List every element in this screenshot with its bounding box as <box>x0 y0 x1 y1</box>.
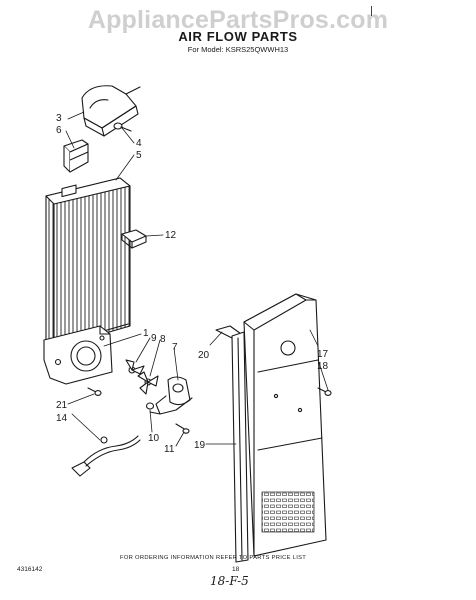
part-screw-11 <box>175 423 190 434</box>
page-number: 18 <box>232 566 240 573</box>
page-title: AIR FLOW PARTS <box>178 29 298 44</box>
callout-labels: 3 6 4 5 12 1 9 8 7 20 17 18 21 14 10 11 … <box>56 113 329 455</box>
part-fan-shroud <box>43 325 113 385</box>
part-duct-cover <box>81 85 141 137</box>
handwritten-note: 18-F-5 <box>210 574 249 588</box>
callout-20: 20 <box>198 350 210 361</box>
document-number: 4316142 <box>17 566 43 573</box>
part-screw-21 <box>87 387 102 396</box>
part-wire-harness <box>71 435 141 477</box>
callout-21: 21 <box>56 400 68 411</box>
callout-12: 12 <box>165 230 177 241</box>
callout-6: 6 <box>56 125 62 136</box>
watermark: AppliancePartsPros.com <box>87 6 389 34</box>
part-fan-assembly <box>137 371 159 395</box>
callout-5: 5 <box>136 150 142 161</box>
part-grille-panel <box>45 177 131 349</box>
part-damper <box>63 139 89 173</box>
callout-3: 3 <box>56 113 62 124</box>
model-subtitle: For Model: KSRS25QWWH13 <box>187 45 289 54</box>
callout-14: 14 <box>56 413 68 424</box>
callout-19: 19 <box>194 440 206 451</box>
callout-1: 1 <box>143 328 149 339</box>
callout-18: 18 <box>317 361 329 372</box>
callout-7: 7 <box>172 342 178 353</box>
callout-11: 11 <box>164 444 175 455</box>
part-screw-18 <box>317 387 332 396</box>
callout-9: 9 <box>151 333 157 344</box>
part-screw-4 <box>113 122 132 132</box>
leader-lines <box>65 111 329 447</box>
callout-8: 8 <box>160 334 166 345</box>
ordering-note: FOR ORDERING INFORMATION REFER TO PARTS … <box>120 555 307 561</box>
corner-mark <box>371 6 372 16</box>
part-trim-channel <box>231 331 249 563</box>
part-fan-motor <box>149 376 193 415</box>
callout-4: 4 <box>136 138 142 149</box>
callout-17: 17 <box>317 349 329 360</box>
part-cover-panel <box>243 293 327 557</box>
part-fan-blade <box>125 359 145 375</box>
part-grommet <box>145 402 155 410</box>
callout-10: 10 <box>148 433 160 444</box>
